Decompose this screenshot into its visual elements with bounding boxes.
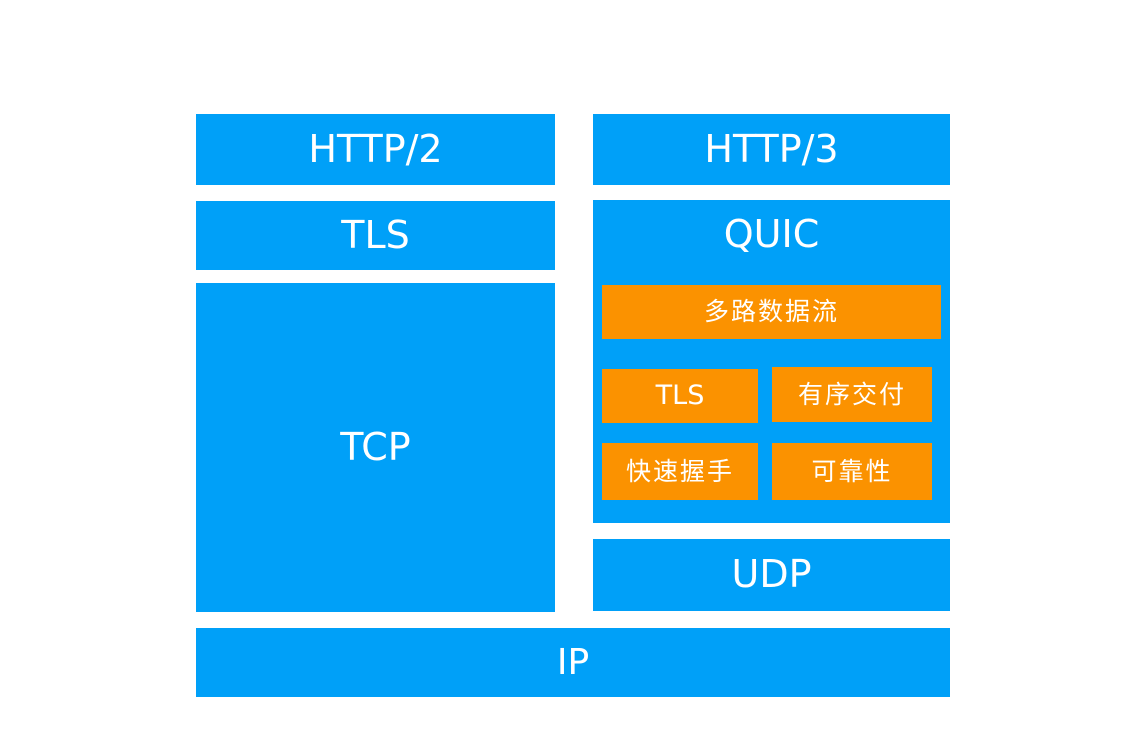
layer-box-http2: HTTP/2 [196, 114, 555, 185]
quic-feature-ordered-delivery: 有序交付 [772, 367, 932, 422]
quic-feature-tls: TLS [602, 369, 758, 423]
layer-box-http3: HTTP/3 [593, 114, 950, 185]
quic-feature-multiplexed-streams: 多路数据流 [602, 285, 941, 339]
layer-box-udp: UDP [593, 539, 950, 611]
layer-box-tls: TLS [196, 201, 555, 270]
quic-feature-reliability: 可靠性 [772, 443, 932, 500]
layer-label-quic: QUIC [723, 212, 820, 257]
layer-box-ip: IP [196, 628, 950, 697]
layer-box-tcp: TCP [196, 283, 555, 612]
quic-feature-fast-handshake: 快速握手 [602, 443, 758, 500]
layer-box-quic: QUIC 多路数据流 TLS 有序交付 快速握手 可靠性 [593, 200, 950, 523]
